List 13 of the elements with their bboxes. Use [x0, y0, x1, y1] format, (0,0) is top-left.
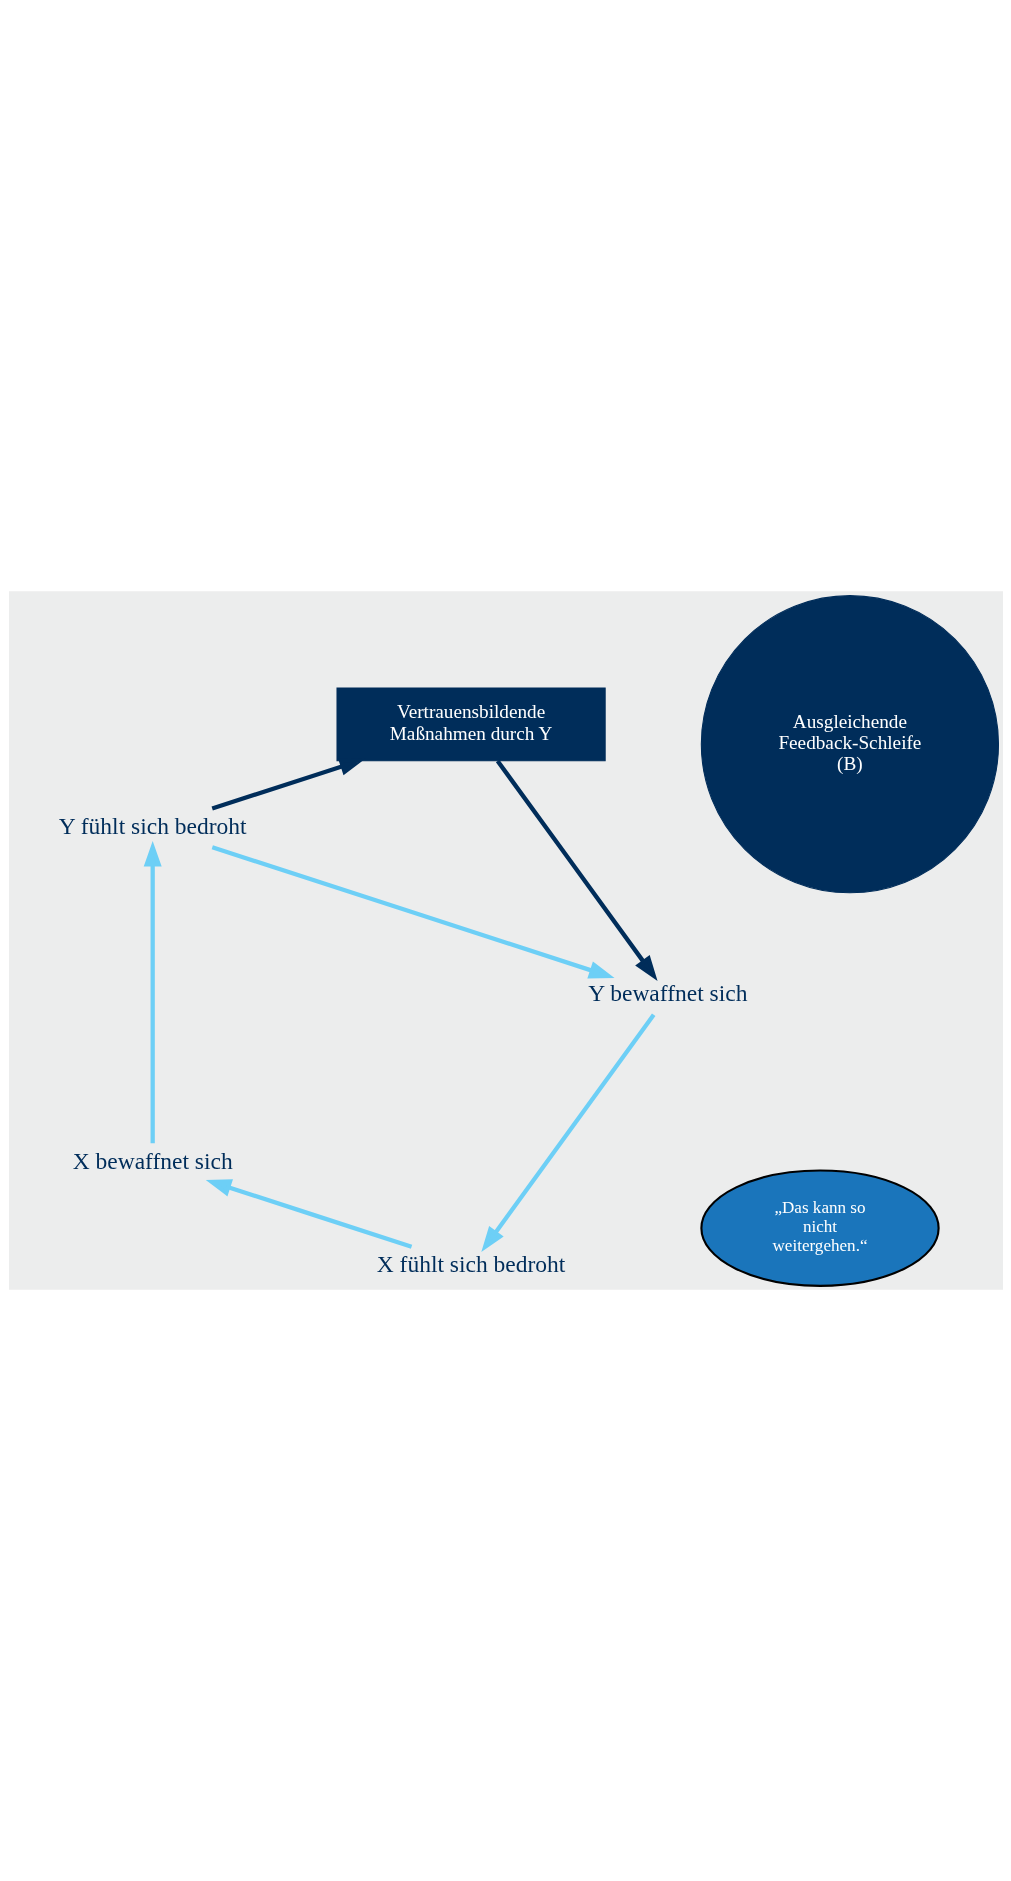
node-ellipse: „Das kann so nicht weitergehen.“: [699, 1169, 940, 1287]
node-box: Vertrauensbildende Maßnahmen durch Y: [335, 687, 606, 762]
node-text: Y fühlt sich bedroht: [58, 812, 247, 839]
arrow: [211, 845, 615, 979]
arrow: [211, 758, 365, 811]
arrow: [143, 840, 162, 1144]
arrow: [205, 1179, 412, 1249]
node-circle: Ausgleichende Feedback-Schleife (B): [700, 595, 999, 894]
node-text: Y bewaffnet sich: [587, 980, 747, 1007]
node-text: X bewaffnet sich: [72, 1147, 233, 1174]
arrow: [480, 1013, 655, 1253]
node-text: X fühlt sich bedroht: [376, 1251, 565, 1278]
arrow: [495, 759, 658, 982]
